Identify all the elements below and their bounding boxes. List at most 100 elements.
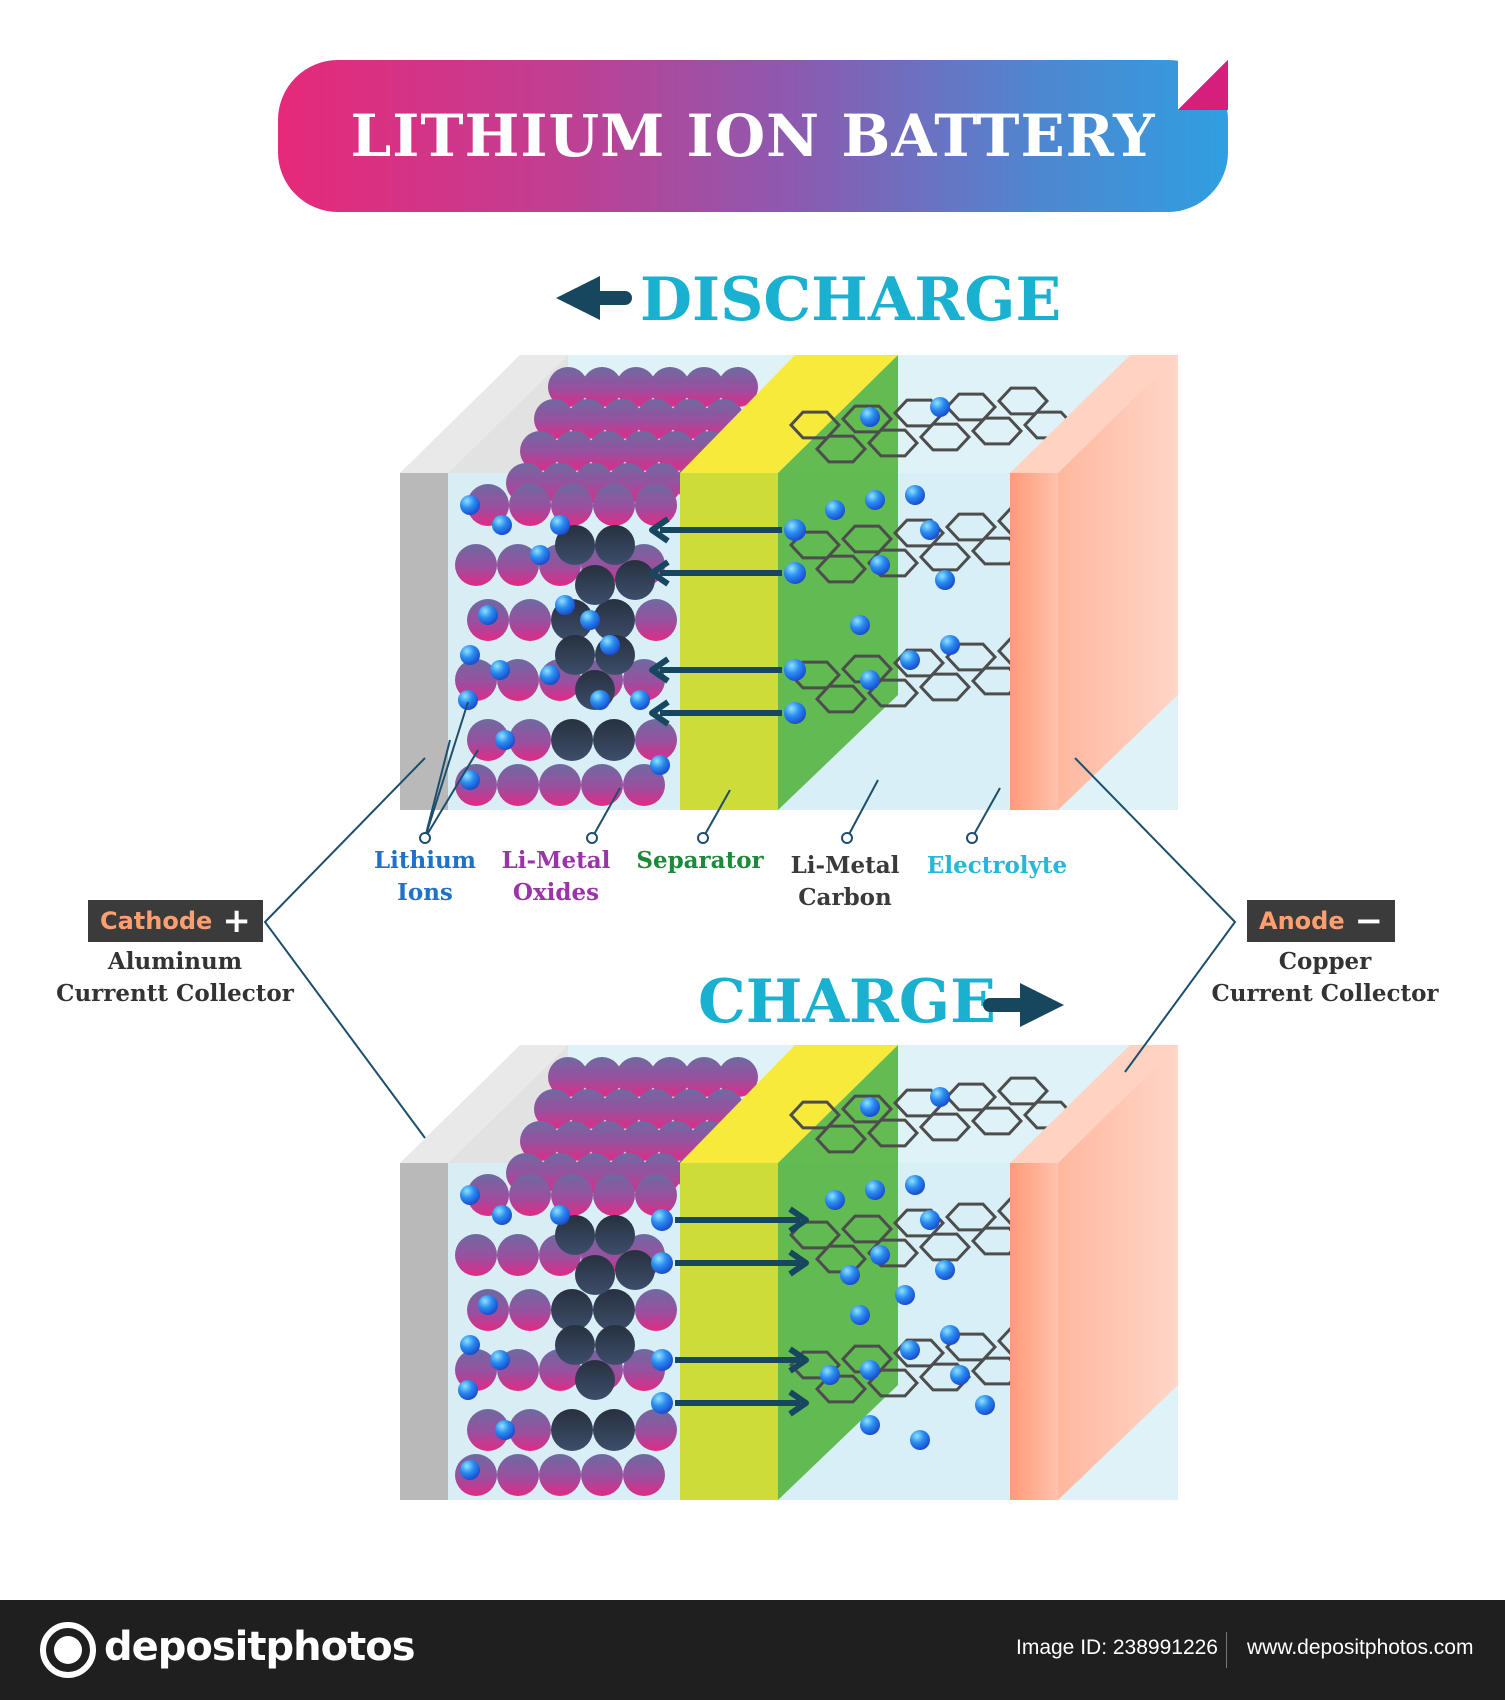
carbon-hexagon bbox=[918, 1232, 972, 1262]
cathode-collector-top bbox=[400, 355, 568, 473]
metal-sphere bbox=[551, 1409, 593, 1451]
metal-sphere bbox=[555, 635, 595, 675]
oxide-sphere bbox=[588, 1121, 628, 1161]
title-banner: LITHIUM ION BATTERY bbox=[278, 60, 1228, 212]
carbon-hexagon bbox=[970, 1106, 1024, 1136]
separator-front bbox=[680, 473, 778, 810]
oxide-sphere bbox=[568, 399, 608, 439]
lithium-ion bbox=[950, 1365, 970, 1385]
lithium-ion bbox=[784, 519, 806, 541]
carbon-hexagon bbox=[814, 1374, 868, 1404]
lithium-ion bbox=[850, 1305, 870, 1325]
lithium-ion bbox=[935, 1260, 955, 1280]
lithium-ion bbox=[478, 605, 498, 625]
oxide-sphere bbox=[582, 1057, 622, 1097]
cathode-desc-line1: Aluminum bbox=[107, 948, 243, 975]
oxide-sphere bbox=[635, 484, 677, 526]
cathode-leader bbox=[263, 757, 426, 1139]
oxide-sphere bbox=[636, 1089, 676, 1129]
lithium-ion bbox=[460, 495, 480, 515]
lithium-ion bbox=[555, 595, 575, 615]
lithium-ion bbox=[920, 520, 940, 540]
oxide-sphere bbox=[534, 399, 574, 439]
metal-sphere bbox=[593, 1409, 635, 1451]
oxide-sphere bbox=[581, 764, 623, 806]
oxide-sphere bbox=[497, 1454, 539, 1496]
oxide-sphere bbox=[636, 399, 676, 439]
lithium-ion bbox=[860, 1097, 880, 1117]
oxide-sphere bbox=[635, 599, 677, 641]
carbon-hexagon bbox=[866, 1368, 920, 1398]
carbon-hexagon bbox=[918, 422, 972, 452]
carbon-hexagon bbox=[970, 536, 1024, 566]
oxide-sphere bbox=[509, 599, 551, 641]
oxide-sphere bbox=[539, 764, 581, 806]
ion-flow-arrows bbox=[675, 1206, 809, 1417]
oxide-sphere bbox=[534, 1089, 574, 1129]
lithium-ion bbox=[825, 1190, 845, 1210]
lithium-ion bbox=[930, 397, 950, 417]
oxide-sphere bbox=[509, 1174, 551, 1216]
logo-inner-dot bbox=[54, 1636, 82, 1664]
oxide-sphere bbox=[509, 1289, 551, 1331]
oxide-sphere bbox=[581, 1454, 623, 1496]
lithium-ion bbox=[910, 1430, 930, 1450]
lithium-ion bbox=[460, 1185, 480, 1205]
carbon-hexagon bbox=[814, 1124, 868, 1154]
oxide-sphere bbox=[718, 367, 758, 407]
lithium-leader-2 bbox=[424, 701, 469, 839]
lithium-ion bbox=[651, 1252, 673, 1274]
label-li-metal-carbon: Li-Metal Carbon bbox=[775, 850, 915, 914]
oxide-sphere bbox=[568, 1089, 608, 1129]
lithium-ion bbox=[460, 770, 480, 790]
cathode-desc-line2: Currentt Collector bbox=[56, 980, 294, 1007]
label-lithium-ions-line2: Ions bbox=[397, 879, 453, 906]
oxide-sphere bbox=[455, 1234, 497, 1276]
lithium-ion bbox=[651, 1209, 673, 1231]
oxide-sphere bbox=[622, 1121, 662, 1161]
footer-logo-text: depositphotos bbox=[104, 1624, 416, 1670]
oxide-sphere bbox=[670, 1089, 710, 1129]
metal-sphere bbox=[551, 719, 593, 761]
carbon-hexagon bbox=[866, 678, 920, 708]
discharge-title: DISCHARGE bbox=[640, 265, 1061, 335]
footer-url[interactable]: www.depositphotos.com bbox=[1247, 1636, 1474, 1659]
lithium-ion bbox=[492, 515, 512, 535]
metal-sphere bbox=[575, 1360, 615, 1400]
lithium-ion bbox=[865, 1180, 885, 1200]
oxide-sphere bbox=[520, 431, 560, 471]
lithium-ion bbox=[460, 645, 480, 665]
carbon-hexagon bbox=[970, 1226, 1024, 1256]
lithium-ion bbox=[900, 650, 920, 670]
arrow-left-head bbox=[649, 656, 670, 684]
lithium-ion bbox=[870, 1245, 890, 1265]
separator-front bbox=[680, 1163, 778, 1500]
oxide-sphere bbox=[623, 1454, 665, 1496]
oxide-sphere bbox=[509, 484, 551, 526]
lithium-ion bbox=[492, 1205, 512, 1225]
lithium-ion bbox=[478, 1295, 498, 1315]
oxide-sphere bbox=[635, 1289, 677, 1331]
lithium-ion bbox=[530, 545, 550, 565]
arrow-right-head bbox=[788, 1389, 809, 1417]
anode-tag-label: Anode bbox=[1259, 907, 1345, 935]
arrow-right-head bbox=[788, 1206, 809, 1234]
anode-collector-side bbox=[1058, 1045, 1178, 1500]
oxide-sphere bbox=[602, 399, 642, 439]
lithium-ion bbox=[905, 485, 925, 505]
oxide-sphere bbox=[602, 1089, 642, 1129]
lithium-ion bbox=[870, 555, 890, 575]
metal-sphere bbox=[593, 599, 635, 641]
lithium-ion bbox=[825, 500, 845, 520]
metal-sphere bbox=[595, 1215, 635, 1255]
anode-desc-line2: Current Collector bbox=[1211, 980, 1439, 1007]
depositphotos-logo-icon bbox=[40, 1622, 96, 1678]
anode-tag: Anode − bbox=[1247, 900, 1396, 942]
oxide-sphere bbox=[635, 1174, 677, 1216]
oxide-leader bbox=[591, 787, 621, 839]
oxide-sphere bbox=[623, 764, 665, 806]
ion-flow-arrows bbox=[649, 516, 782, 727]
label-oxides-line1: Li-Metal bbox=[501, 847, 611, 874]
carbon-hexagon bbox=[970, 1356, 1024, 1386]
